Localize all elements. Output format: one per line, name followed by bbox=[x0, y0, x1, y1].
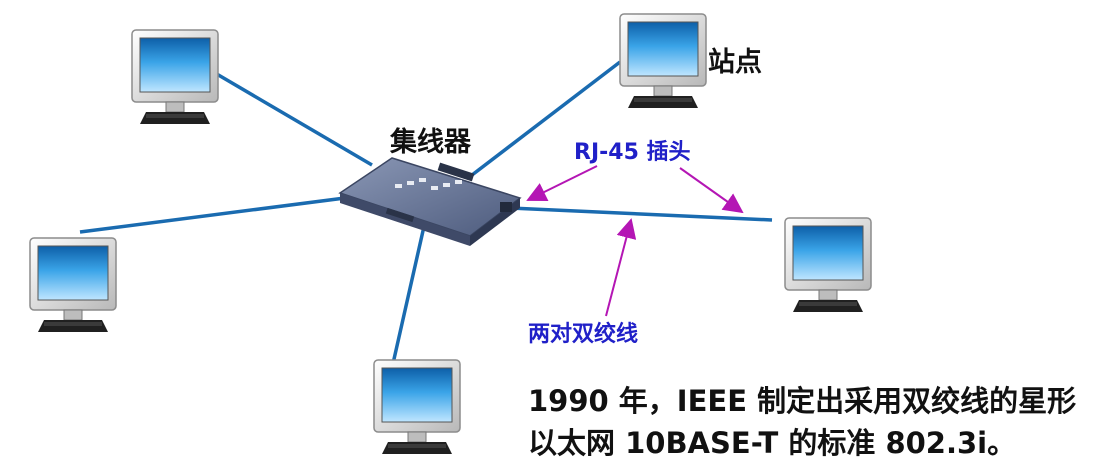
arrow-twisted-pair bbox=[605, 218, 637, 317]
cable-top-left bbox=[214, 71, 373, 167]
twisted-pair-label: 两对双绞线 bbox=[528, 322, 639, 347]
arrow-rj45-right bbox=[679, 167, 744, 214]
cables bbox=[79, 60, 773, 369]
cable-left bbox=[79, 196, 346, 234]
workstation-bottom-icon bbox=[373, 359, 461, 455]
workstation-top-right-icon bbox=[619, 13, 707, 109]
hub-device-icon bbox=[338, 157, 522, 246]
hub-label: 集线器 bbox=[390, 127, 471, 158]
workstation-left-icon bbox=[29, 237, 117, 333]
caption: 1990 年，IEEE 制定出采用双绞线的星形 以太网 10BASE-T 的标准… bbox=[528, 380, 1098, 464]
caption-line-1: 1990 年，IEEE 制定出采用双绞线的星形 bbox=[528, 384, 1077, 418]
rj45-label: RJ-45 插头 bbox=[574, 140, 691, 165]
cable-right bbox=[509, 206, 773, 222]
caption-line-2: 以太网 10BASE-T 的标准 802.3i。 bbox=[528, 426, 1017, 460]
workstation-top-left-icon bbox=[131, 29, 219, 125]
pointer-arrows bbox=[526, 165, 744, 317]
workstation-right-icon bbox=[784, 217, 872, 313]
arrow-rj45-left bbox=[526, 165, 598, 202]
cable-bottom bbox=[390, 221, 427, 369]
station-label: 站点 bbox=[708, 47, 762, 78]
cable-top-right bbox=[470, 60, 622, 177]
